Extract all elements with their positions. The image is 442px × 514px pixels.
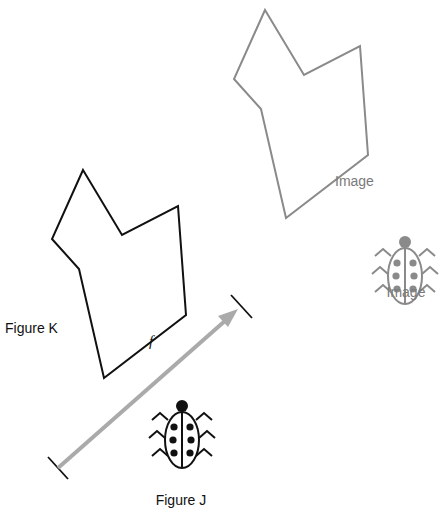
figure-k-polygon <box>52 170 186 378</box>
translation-vector <box>48 295 252 479</box>
image-label: Image <box>387 284 426 300</box>
figure-j-bug <box>149 400 215 468</box>
image-label: Image <box>335 173 374 189</box>
image-bug <box>372 236 438 304</box>
figure-label: Figure J <box>156 492 207 508</box>
figure-label: Figure K <box>5 320 58 336</box>
vector-label: f <box>149 333 153 349</box>
